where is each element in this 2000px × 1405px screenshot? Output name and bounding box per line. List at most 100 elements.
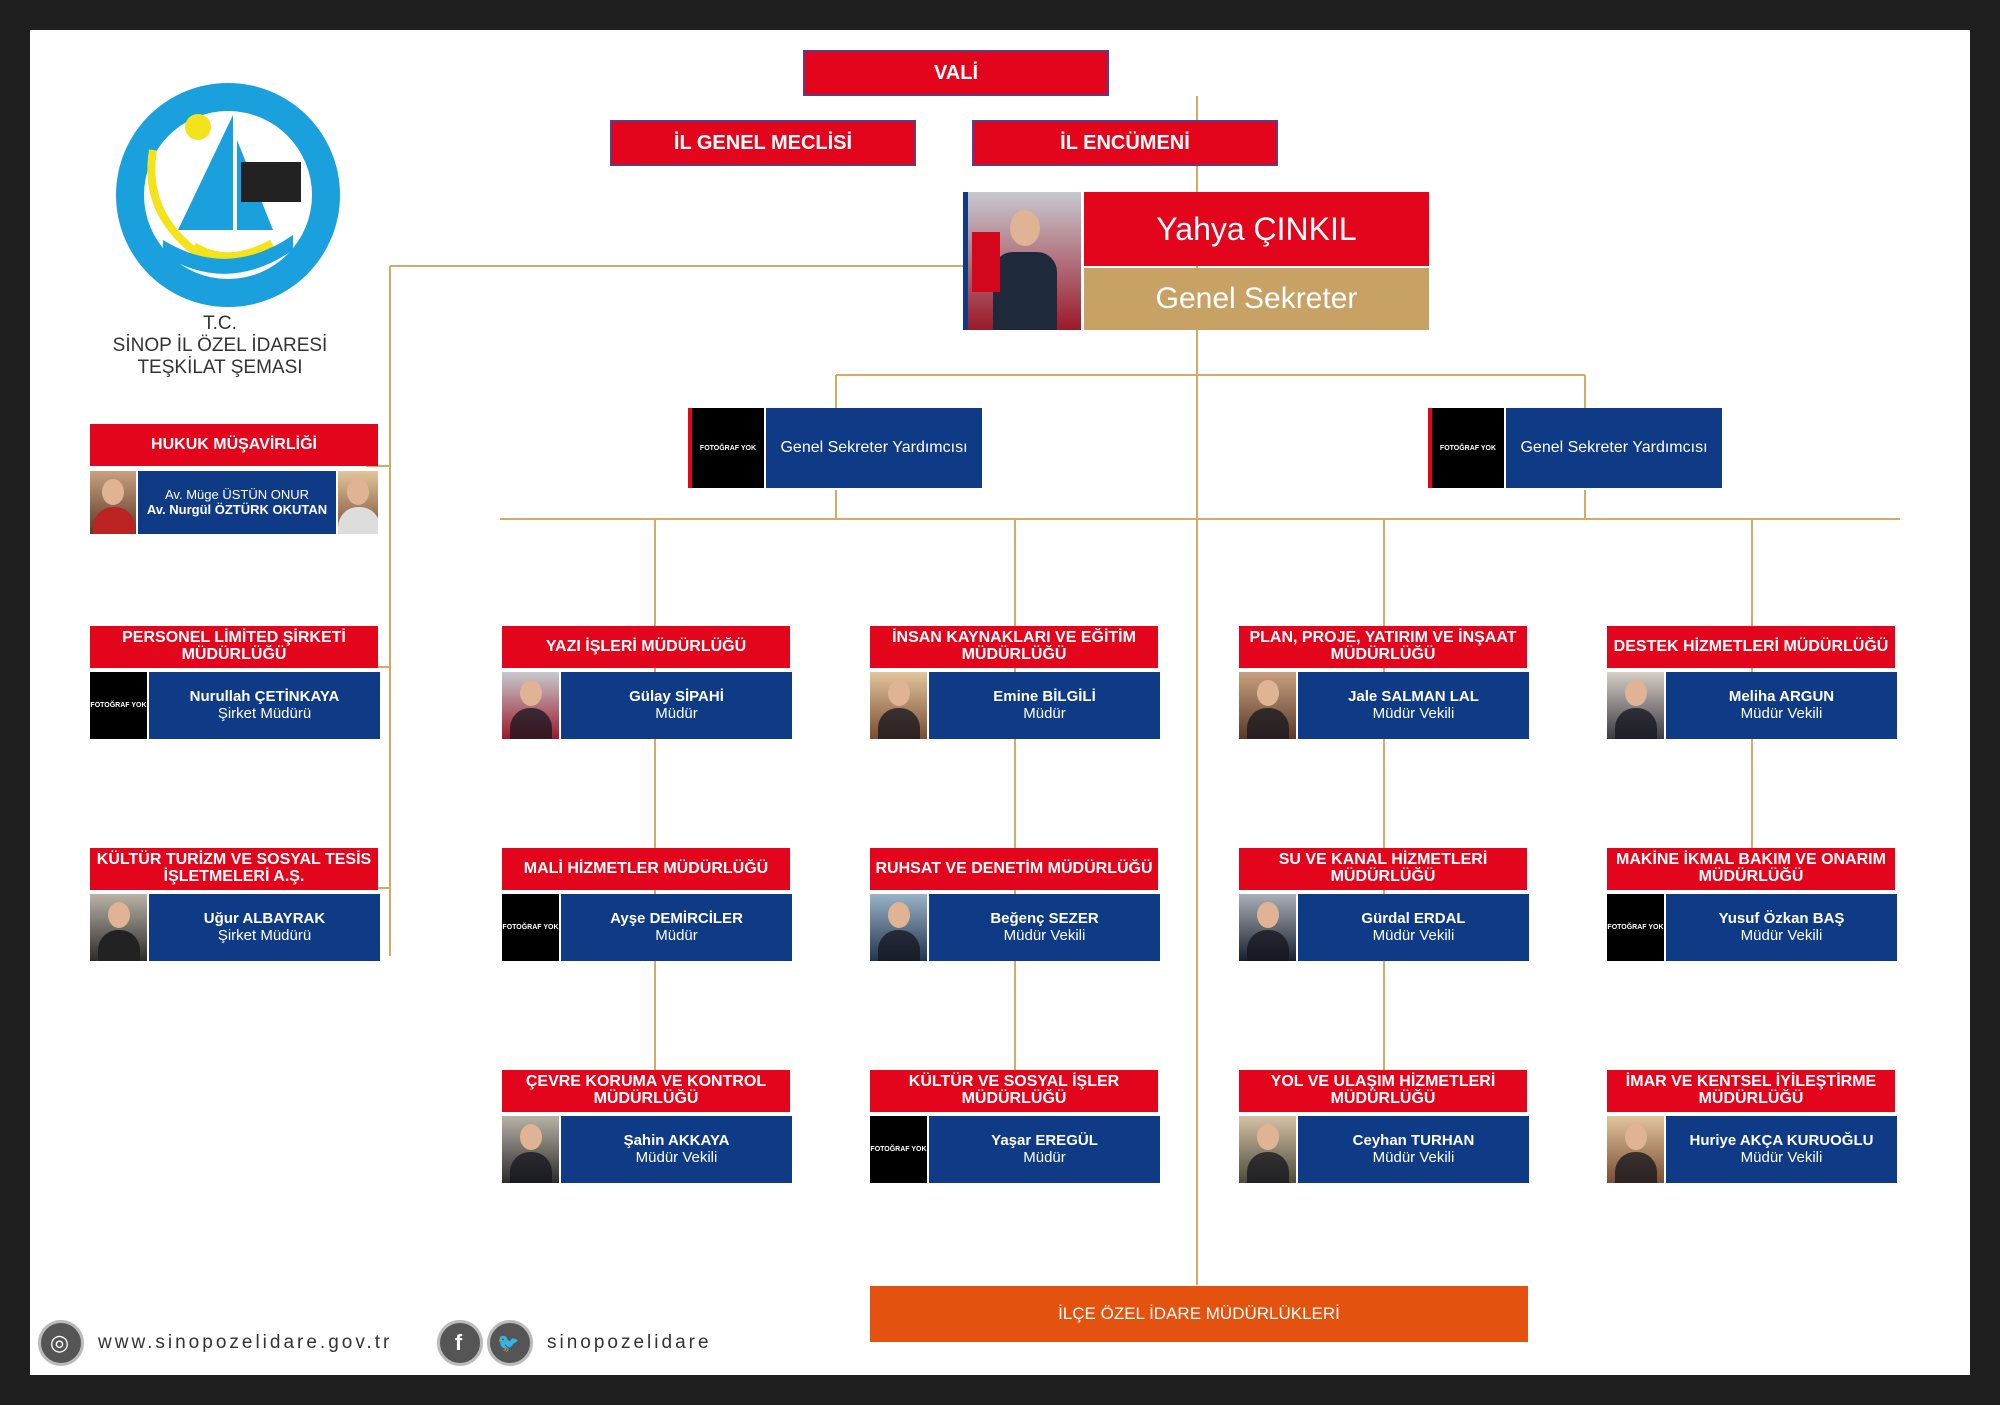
title-line3: TEŞKİLAT ŞEMASI bbox=[137, 356, 303, 378]
footer-social: f 🐦 sinopozelidare bbox=[437, 1320, 712, 1366]
person-role: Müdür Vekili bbox=[1372, 926, 1455, 944]
no-photo-icon: FOTOĞRAF YOK bbox=[870, 1116, 927, 1183]
facebook-icon[interactable]: f bbox=[437, 1320, 483, 1366]
unit-title: İMAR VE KENTSEL İYİLEŞTİRME MÜDÜRLÜĞÜ bbox=[1607, 1070, 1895, 1112]
person-photo bbox=[1607, 672, 1664, 739]
no-photo-icon: FOTOĞRAF YOK bbox=[502, 894, 559, 961]
person-role: Müdür Vekili bbox=[1372, 1148, 1455, 1166]
person-role: Müdür bbox=[655, 704, 698, 722]
unit-title: DESTEK HİZMETLERİ MÜDÜRLÜĞÜ bbox=[1607, 626, 1895, 668]
person-role: Müdür Vekili bbox=[1003, 926, 1086, 944]
unit-title: İNSAN KAYNAKLARI VE EĞİTİM MÜDÜRLÜĞÜ bbox=[870, 626, 1158, 668]
globe-icon[interactable]: ◎ bbox=[38, 1320, 84, 1366]
person-photo bbox=[1607, 1116, 1664, 1183]
website-link[interactable]: www.sinopozelidare.gov.tr bbox=[98, 1332, 393, 1353]
person-name: Ayşe DEMİRCİLER bbox=[610, 910, 743, 927]
deputy-right-role: Genel Sekreter Yardımcısı bbox=[1506, 408, 1722, 488]
person-role: Müdür bbox=[1023, 704, 1066, 722]
person-name: Yaşar EREGÜL bbox=[991, 1132, 1098, 1149]
sg-title: Genel Sekreter bbox=[1084, 268, 1429, 330]
connector-lines bbox=[366, 96, 1900, 1285]
vali-box: VALİ bbox=[803, 50, 1109, 96]
person-photo bbox=[870, 894, 927, 961]
person-name: Gülay SİPAHİ bbox=[629, 688, 724, 705]
person-photo bbox=[1239, 672, 1296, 739]
unit-title: MAKİNE İKMAL BAKIM VE ONARIM MÜDÜRLÜĞÜ bbox=[1607, 848, 1895, 890]
person-name: Huriye AKÇA KURUOĞLU bbox=[1689, 1132, 1874, 1149]
no-photo-icon: FOTOĞRAF YOK bbox=[1432, 408, 1504, 488]
unit-title: YOL VE ULAŞIM HİZMETLERİ MÜDÜRLÜĞÜ bbox=[1239, 1070, 1527, 1112]
person-role: Müdür Vekili bbox=[635, 1148, 718, 1166]
left-unit-title: PERSONEL LİMİTED ŞİRKETİ MÜDÜRLÜĞÜ bbox=[90, 626, 378, 668]
hukuk-title: HUKUK MÜŞAVİRLİĞİ bbox=[90, 424, 378, 466]
person-photo bbox=[90, 471, 136, 534]
org-chart-sheet: T.C. SİNOP İL ÖZEL İDARESİ TEŞKİLAT ŞEMA… bbox=[30, 30, 1970, 1375]
person-role: Müdür Vekili bbox=[1740, 926, 1823, 944]
person-role: Şirket Müdürü bbox=[217, 704, 312, 722]
deputy-left-card: FOTOĞRAF YOK Genel Sekreter Yardımcısı bbox=[688, 408, 982, 488]
person-name: Beğenç SEZER bbox=[990, 910, 1099, 927]
person-photo bbox=[870, 672, 927, 739]
genel-sekreter-card: Yahya ÇINKIL Genel Sekreter bbox=[963, 192, 1429, 330]
unit-title: YAZI İŞLERİ MÜDÜRLÜĞÜ bbox=[502, 626, 790, 668]
deputy-right-card: FOTOĞRAF YOK Genel Sekreter Yardımcısı bbox=[1428, 408, 1722, 488]
person-name: Uğur ALBAYRAK bbox=[203, 910, 326, 927]
unit-title: RUHSAT VE DENETİM MÜDÜRLÜĞÜ bbox=[870, 848, 1158, 890]
hukuk-name1: Av. Müge ÜSTÜN ONUR bbox=[165, 487, 309, 503]
il-genel-meclisi-box: İL GENEL MECLİSİ bbox=[610, 120, 916, 166]
unit-title: KÜLTÜR VE SOSYAL İŞLER MÜDÜRLÜĞÜ bbox=[870, 1070, 1158, 1112]
person-name: Emine BİLGİLİ bbox=[993, 688, 1096, 705]
person-name: Meliha ARGUN bbox=[1728, 688, 1835, 705]
person-role: Müdür Vekili bbox=[1372, 704, 1455, 722]
person-name: Jale SALMAN LAL bbox=[1348, 688, 1479, 705]
sinop-logo bbox=[116, 83, 340, 307]
org-title: T.C. SİNOP İL ÖZEL İDARESİ TEŞKİLAT ŞEMA… bbox=[70, 313, 370, 379]
hukuk-name2: Av. Nurgül ÖZTÜRK OKUTAN bbox=[146, 501, 328, 517]
deputy-left-role: Genel Sekreter Yardımcısı bbox=[766, 408, 982, 488]
person-name: Yusuf Özkan BAŞ bbox=[1718, 910, 1845, 927]
person-photo bbox=[1239, 894, 1296, 961]
il-encumeni-box: İL ENCÜMENİ bbox=[972, 120, 1278, 166]
no-photo-icon: FOTOĞRAF YOK bbox=[692, 408, 764, 488]
unit-title: ÇEVRE KORUMA VE KONTROL MÜDÜRLÜĞÜ bbox=[502, 1070, 790, 1112]
person-name: Nurullah ÇETİNKAYA bbox=[189, 688, 340, 705]
person-photo bbox=[1239, 1116, 1296, 1183]
sg-photo bbox=[968, 192, 1081, 330]
no-photo-icon: FOTOĞRAF YOK bbox=[90, 672, 147, 739]
person-name: Şahin AKKAYA bbox=[623, 1132, 730, 1149]
person-role: Müdür Vekili bbox=[1740, 1148, 1823, 1166]
ilce-ozel-idare-box: İLÇE ÖZEL İDARE MÜDÜRLÜKLERİ bbox=[870, 1286, 1528, 1342]
footer-website: ◎ www.sinopozelidare.gov.tr bbox=[38, 1320, 392, 1366]
sg-name: Yahya ÇINKIL bbox=[1084, 192, 1429, 266]
title-line2: SİNOP İL ÖZEL İDARESİ bbox=[112, 334, 328, 356]
person-role: Şirket Müdürü bbox=[217, 926, 312, 944]
unit-title: PLAN, PROJE, YATIRIM VE İNŞAAT MÜDÜRLÜĞÜ bbox=[1239, 626, 1527, 668]
hukuk-card: Av. Müge ÜSTÜN ONUR Av. Nurgül ÖZTÜRK OK… bbox=[90, 471, 378, 534]
social-handle[interactable]: sinopozelidare bbox=[547, 1332, 712, 1353]
person-photo bbox=[502, 1116, 559, 1183]
person-name: Gürdal ERDAL bbox=[1361, 910, 1466, 927]
left-unit-title: KÜLTÜR TURİZM VE SOSYAL TESİS İŞLETMELER… bbox=[90, 848, 378, 890]
title-line1: T.C. bbox=[203, 313, 237, 334]
no-photo-icon: FOTOĞRAF YOK bbox=[1607, 894, 1664, 961]
twitter-icon[interactable]: 🐦 bbox=[487, 1320, 533, 1366]
person-role: Müdür bbox=[655, 926, 698, 944]
person-photo bbox=[502, 672, 559, 739]
person-photo bbox=[90, 894, 147, 961]
person-role: Müdür bbox=[1023, 1148, 1066, 1166]
unit-title: MALİ HİZMETLER MÜDÜRLÜĞÜ bbox=[502, 848, 790, 890]
unit-title: SU VE KANAL HİZMETLERİ MÜDÜRLÜĞÜ bbox=[1239, 848, 1527, 890]
